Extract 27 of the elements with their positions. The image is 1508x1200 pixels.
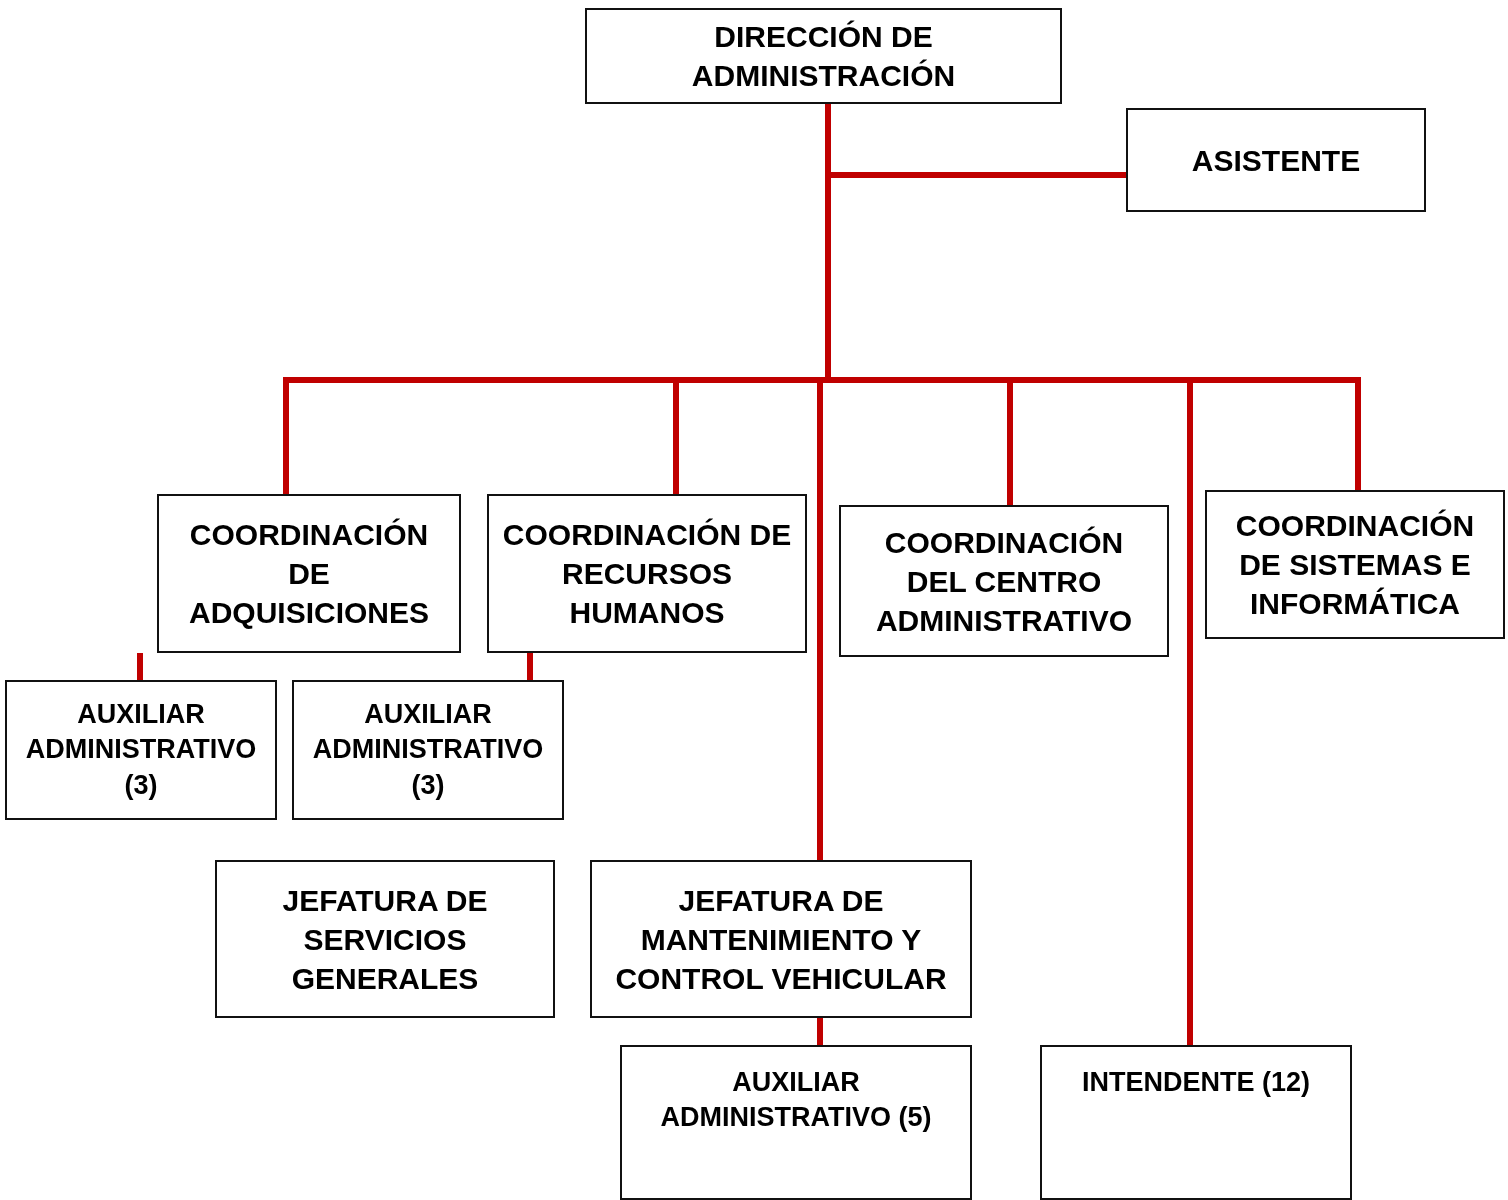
box-label: INTENDENTE (12) xyxy=(1082,1066,1310,1099)
org-box xyxy=(1040,1045,1352,1200)
org-box xyxy=(5,680,277,820)
box-label: COORDINACIÓN DEL CENTRO ADMINISTRATIVO xyxy=(874,524,1134,639)
org-box xyxy=(1126,108,1426,212)
org-box xyxy=(620,1045,972,1200)
connector-line xyxy=(137,653,143,680)
box-label: DIRECCIÓN DE ADMINISTRACIÓN xyxy=(690,19,957,94)
org-box xyxy=(839,505,1169,657)
org-box xyxy=(590,860,972,1018)
connector-line xyxy=(817,1018,823,1045)
box-label: COORDINACIÓN DE ADQUISICIONES xyxy=(188,517,430,631)
box-label: JEFATURA DE MANTENIMIENTO Y CONTROL VEHICULAR xyxy=(614,882,948,997)
connector-line xyxy=(527,653,533,680)
box-label: JEFATURA DE SERVICIOS GENERALES xyxy=(281,882,489,997)
org-box xyxy=(1205,490,1505,639)
org-box xyxy=(585,8,1062,104)
org-box xyxy=(292,680,564,820)
box-label: AUXILIAR ADMINISTRATIVO (3) xyxy=(24,698,258,802)
box-label: AUXILIAR ADMINISTRATIVO (3) xyxy=(311,698,545,802)
box-label: AUXILIAR ADMINISTRATIVO (5) xyxy=(659,1066,933,1135)
org-box xyxy=(487,494,807,653)
org-box xyxy=(215,860,555,1018)
box-label: COORDINACIÓN DE SISTEMAS E INFORMÁTICA xyxy=(1234,508,1476,622)
box-label: ASISTENTE xyxy=(1191,142,1361,179)
box-label: COORDINACIÓN DE RECURSOS HUMANOS xyxy=(501,517,793,631)
org-box xyxy=(157,494,461,653)
